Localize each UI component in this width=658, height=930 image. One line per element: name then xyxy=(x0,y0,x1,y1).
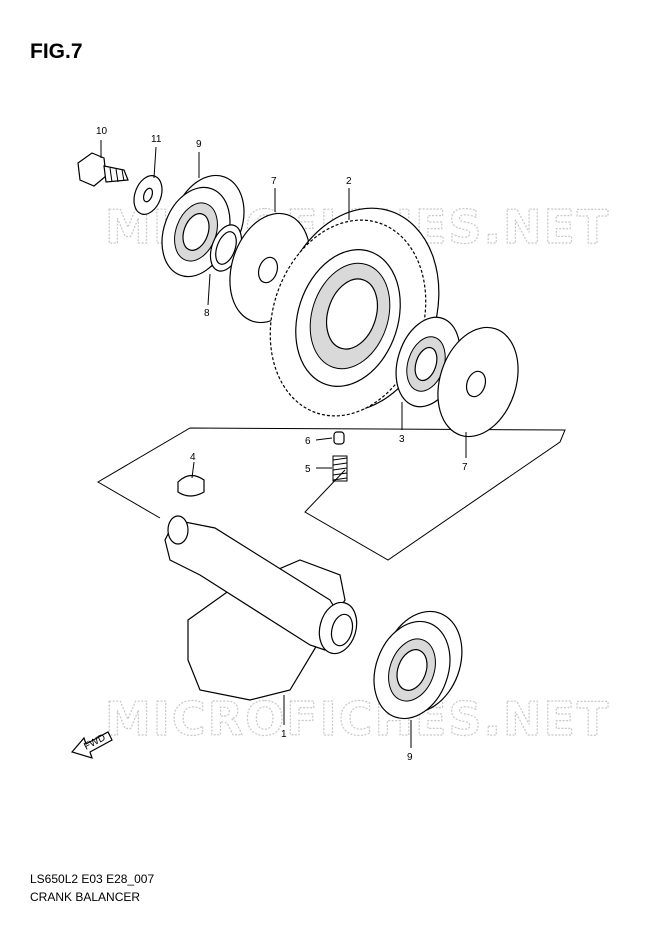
callout-keyed-washer-bottom: 7 xyxy=(462,462,468,473)
woodruff-key xyxy=(177,474,205,497)
callout-hub: 3 xyxy=(399,434,405,445)
keyed-washer-bottom xyxy=(437,326,519,438)
callout-washer: 11 xyxy=(151,134,162,145)
callout-bearing-bottom: 9 xyxy=(407,752,413,763)
bolt xyxy=(77,152,129,187)
balancer-shaft xyxy=(164,515,358,701)
watermark-bottom: MICROFICHES.NET xyxy=(105,692,610,746)
callout-bolt: 10 xyxy=(96,126,108,137)
callout-keyed-washer-top: 7 xyxy=(271,176,277,187)
callout-key: 4 xyxy=(190,452,196,463)
callout-spring: 5 xyxy=(305,464,311,475)
assembly-outline xyxy=(97,427,566,561)
pin xyxy=(333,431,345,445)
washer xyxy=(133,175,163,215)
callout-gear: 2 xyxy=(346,176,352,187)
leader-lines xyxy=(100,140,467,748)
section-title: CRANK BALANCER xyxy=(30,890,141,904)
callout-bearing-top: 9 xyxy=(196,139,202,150)
bearing-bottom xyxy=(373,610,463,720)
callout-ring: 8 xyxy=(204,308,210,319)
spring xyxy=(332,455,348,482)
document-code: LS650L2 E03 E28_007 xyxy=(30,872,155,886)
callout-shaft: 1 xyxy=(281,729,287,740)
callout-pin: 6 xyxy=(305,436,311,447)
figure-title: FIG.7 xyxy=(30,40,83,63)
